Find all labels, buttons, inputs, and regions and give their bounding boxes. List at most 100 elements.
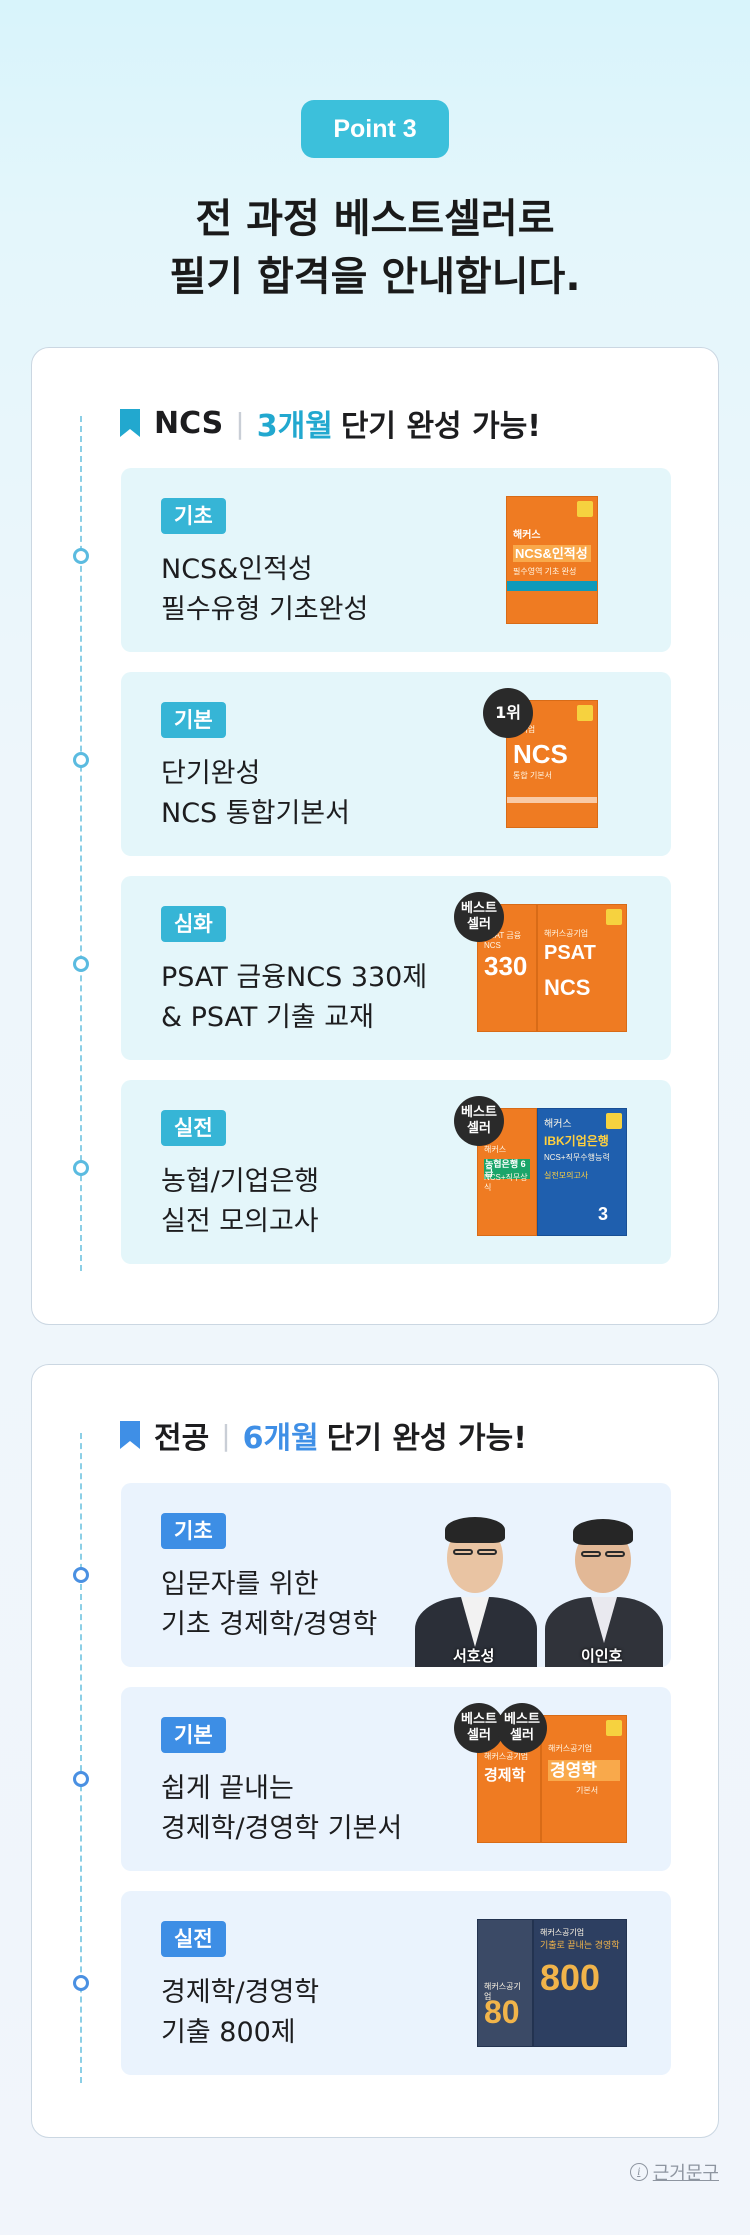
ncs-step-basic-intro[interactable]: 기초 NCS&인적성 필수유형 기초완성 해커스 NCS&인적성 필수영역 기초… bbox=[121, 468, 671, 652]
major-title-prefix: 전공 bbox=[154, 1421, 210, 1456]
info-icon: i bbox=[629, 2163, 648, 2181]
book-text: 해커스공기업 bbox=[544, 929, 589, 938]
major-title-highlight: 6개월 bbox=[242, 1421, 319, 1456]
ncs-title-suffix: 단기 완성 가능! bbox=[340, 409, 541, 444]
bookmark-icon bbox=[120, 1421, 140, 1449]
book-cover-econ-80: 해커스공기업 80 bbox=[477, 1919, 533, 2047]
book-cover-psat-ncs: 해커스공기업 PSAT NCS bbox=[537, 904, 627, 1032]
step-line: & PSAT 기출 교재 bbox=[161, 1002, 374, 1033]
book-text: 해커스공기업 bbox=[540, 1928, 585, 1937]
step-tag: 기초 bbox=[161, 498, 226, 534]
ncs-section-title: NCS | 3개월 단기 완성 가능! bbox=[120, 403, 541, 444]
step-line: PSAT 금융NCS 330제 bbox=[161, 962, 428, 993]
step-line: 실전 모의고사 bbox=[161, 1206, 319, 1237]
timeline-dot bbox=[73, 1975, 89, 1991]
book-text: 80 bbox=[484, 1994, 520, 2030]
book-text: NCS&인적성 bbox=[513, 545, 591, 562]
book-text: 800 bbox=[540, 1957, 601, 1998]
book-text: 해커스 bbox=[513, 530, 541, 541]
book-cover-business: 해커스공기업 경영학 기본서 bbox=[541, 1715, 627, 1843]
major-section-title: 전공 | 6개월 단기 완성 가능! bbox=[120, 1415, 527, 1456]
step-tag: 기초 bbox=[161, 1513, 226, 1549]
step-tag: 기본 bbox=[161, 1717, 226, 1753]
timeline-dot bbox=[73, 1771, 89, 1787]
book-cover-ncs-basic: 해커스 NCS&인적성 필수영역 기초 완성 bbox=[506, 496, 598, 624]
point-badge: Point 3 bbox=[301, 100, 449, 158]
instructor-photo-2: 이인호 bbox=[541, 1497, 667, 1667]
step-line: 경제학/경영학 기본서 bbox=[161, 1813, 403, 1844]
publisher-logo bbox=[606, 1113, 622, 1129]
step-line: 기초 경제학/경영학 bbox=[161, 1609, 378, 1640]
book-text: 통합 기본서 bbox=[513, 771, 553, 780]
step-line: 단기완성 bbox=[161, 758, 261, 789]
ncs-timeline bbox=[80, 416, 82, 1271]
publisher-logo bbox=[606, 909, 622, 925]
book-text: 해커스공기업 bbox=[484, 1982, 521, 2001]
step-description: 경제학/경영학 기출 800제 bbox=[161, 1973, 319, 2053]
step-line: 농협/기업은행 bbox=[161, 1166, 320, 1197]
step-tag: 기본 bbox=[161, 702, 226, 738]
timeline-dot bbox=[73, 1160, 89, 1176]
step-line: 필수유형 기초완성 bbox=[161, 594, 369, 625]
book-text: 경제학 bbox=[484, 1767, 526, 1784]
instructor-name: 이인호 bbox=[581, 1647, 623, 1665]
publisher-logo bbox=[577, 705, 593, 721]
book-text: 경영학 bbox=[548, 1760, 620, 1781]
ncs-title-highlight: 3개월 bbox=[256, 409, 333, 444]
step-line: NCS&인적성 bbox=[161, 554, 313, 585]
book-text: 해커스공기업 bbox=[548, 1744, 593, 1753]
book-text: NCS+직무수행능력 bbox=[544, 1153, 610, 1162]
book-text: IBK기업은행 bbox=[544, 1134, 609, 1148]
major-step-practice[interactable]: 실전 경제학/경영학 기출 800제 해커스공기업 80 해커스공기업 기출로 … bbox=[121, 1891, 671, 2075]
book-text: 해커스 bbox=[484, 1145, 507, 1154]
step-line: NCS 통합기본서 bbox=[161, 798, 350, 829]
instructor-photo-1: 서호성 bbox=[411, 1497, 541, 1667]
book-text: PSAT bbox=[544, 942, 596, 964]
timeline-dot bbox=[73, 752, 89, 768]
rank-1-badge: 1위 bbox=[483, 688, 533, 738]
ncs-section-card: NCS | 3개월 단기 완성 가능! 기초 NCS&인적성 필수유형 기초완성… bbox=[31, 347, 719, 1325]
publisher-logo bbox=[606, 1720, 622, 1736]
step-line: 기출 800제 bbox=[161, 2017, 296, 2048]
publisher-logo bbox=[577, 501, 593, 517]
ncs-title-prefix: NCS bbox=[154, 405, 224, 441]
book-text: 3 bbox=[598, 1204, 609, 1224]
book-text: 필수영역 기초 완성 bbox=[513, 567, 577, 576]
book-text: 해커스공기업 bbox=[484, 1752, 529, 1761]
title-separator: | bbox=[235, 406, 245, 440]
book-text: PSAT 금융 NCS bbox=[484, 931, 522, 950]
major-section-card: 전공 | 6개월 단기 완성 가능! 기초 입문자를 위한 기초 경제학/경영학… bbox=[31, 1364, 719, 2138]
title-separator: | bbox=[221, 1418, 231, 1452]
book-text: NCS+직무상식 bbox=[484, 1173, 528, 1192]
step-tag: 실전 bbox=[161, 1110, 226, 1146]
ncs-step-basic[interactable]: 기본 단기완성 NCS 통합기본서 1위 공기업 NCS 통합 기본서 bbox=[121, 672, 671, 856]
timeline-dot bbox=[73, 956, 89, 972]
step-line: 입문자를 위한 bbox=[161, 1569, 319, 1600]
step-tag: 심화 bbox=[161, 906, 226, 942]
step-description: 농협/기업은행 실전 모의고사 bbox=[161, 1162, 319, 1242]
timeline-dot bbox=[73, 548, 89, 564]
instructor-name: 서호성 bbox=[453, 1647, 495, 1665]
step-description: 쉽게 끝내는 경제학/경영학 기본서 bbox=[161, 1769, 402, 1849]
book-text: NCS bbox=[544, 975, 591, 1000]
headline: 전 과정 베스트셀러로 필기 합격을 안내합니다. bbox=[0, 190, 750, 306]
evidence-link[interactable]: i 근거문구 bbox=[629, 2159, 719, 2185]
book-text: 330 bbox=[484, 951, 528, 981]
major-step-basic-intro[interactable]: 기초 입문자를 위한 기초 경제학/경영학 서호성 이인호 bbox=[121, 1483, 671, 1667]
step-line: 쉽게 끝내는 bbox=[161, 1773, 294, 1804]
headline-line-1: 전 과정 베스트셀러로 bbox=[195, 196, 555, 242]
step-description: 단기완성 NCS 통합기본서 bbox=[161, 754, 350, 834]
step-line: 경제학/경영학 bbox=[161, 1977, 320, 2008]
book-cover-ibk: 해커스 IBK기업은행 NCS+직무수행능력 실전모의고사 3 bbox=[537, 1108, 627, 1236]
major-timeline bbox=[80, 1433, 82, 2083]
book-text: 해커스 bbox=[544, 1119, 572, 1130]
step-description: PSAT 금융NCS 330제 & PSAT 기출 교재 bbox=[161, 958, 427, 1038]
bookmark-icon bbox=[120, 409, 140, 437]
